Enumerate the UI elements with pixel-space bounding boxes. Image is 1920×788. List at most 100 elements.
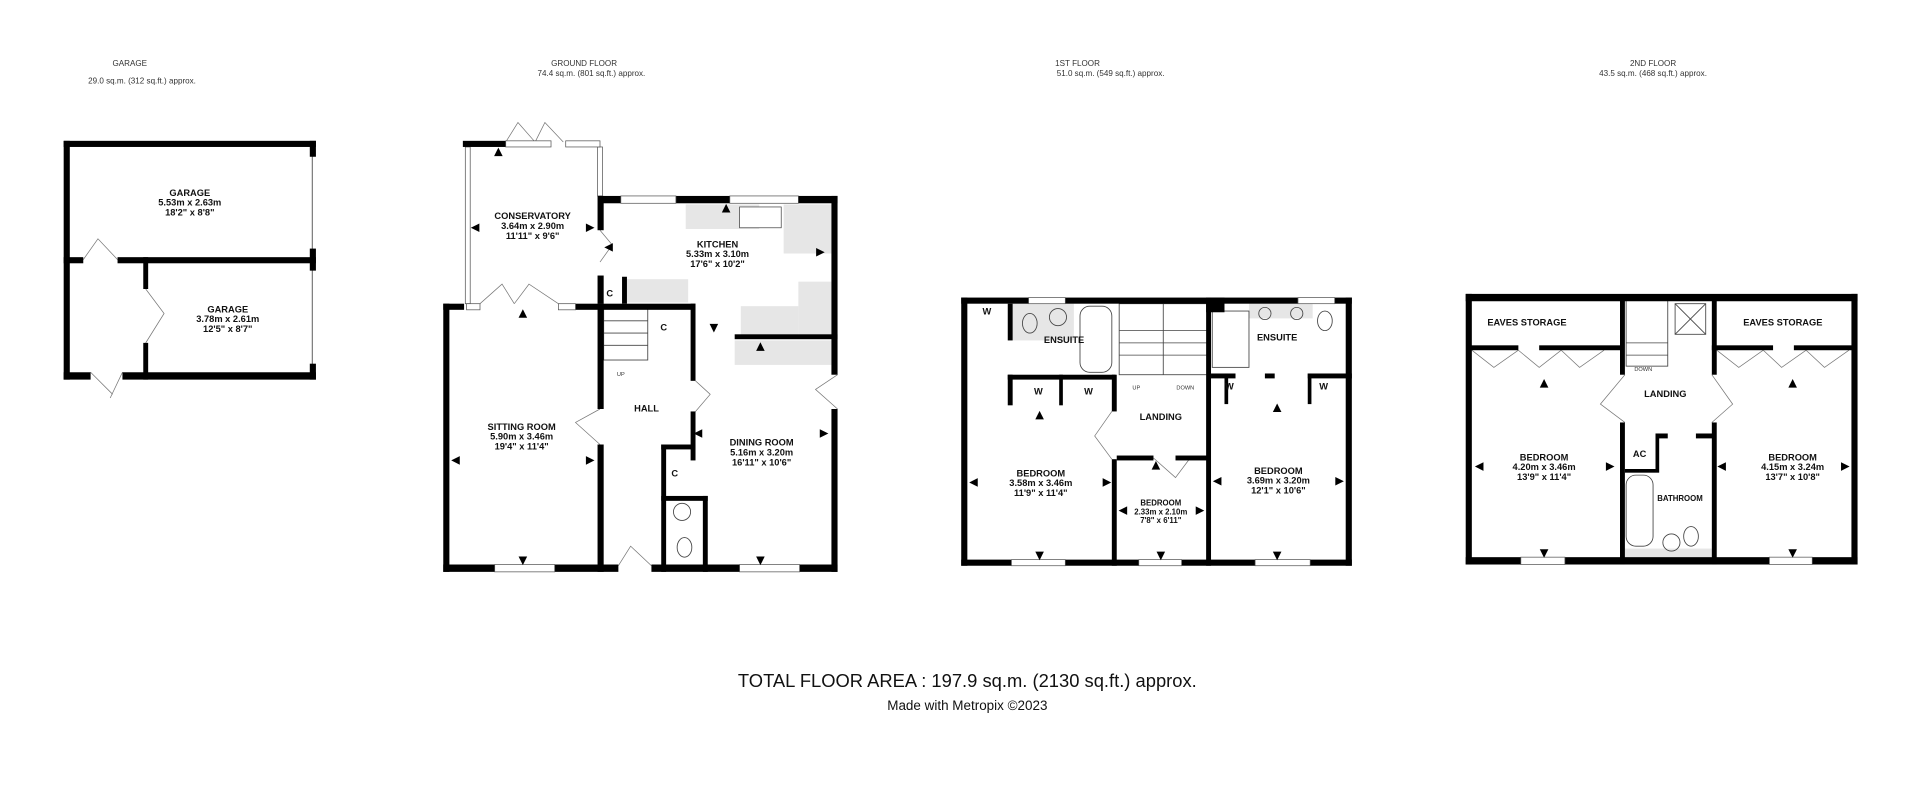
dimension-arrow-icon xyxy=(604,243,613,252)
wall xyxy=(309,140,316,157)
first-floor-title: 1ST FLOOR xyxy=(1055,59,1100,68)
room-name: BEDROOM xyxy=(1140,499,1181,508)
window xyxy=(1028,297,1066,305)
dimension-arrow-icon xyxy=(451,456,460,465)
room-imperial: 17'6" x 10'2" xyxy=(690,259,745,269)
dimension-arrow-icon xyxy=(756,342,765,351)
glass-wall xyxy=(597,146,603,197)
room-name: DINING ROOM xyxy=(730,438,794,448)
wall xyxy=(1175,455,1209,461)
dimension-arrow-icon xyxy=(1841,462,1850,471)
window xyxy=(1138,559,1182,567)
wall xyxy=(1059,374,1063,406)
wall xyxy=(117,257,316,264)
room-ensuite: ENSUITE xyxy=(1044,335,1084,345)
dimension-arrow-icon xyxy=(1195,506,1205,515)
wall xyxy=(443,303,465,310)
wall xyxy=(1111,374,1117,412)
wall xyxy=(1465,557,1521,565)
wardrobe-label: W xyxy=(1034,386,1043,396)
wall xyxy=(597,195,604,231)
wall xyxy=(1624,469,1656,473)
second-floor-title: 2ND FLOOR xyxy=(1630,59,1676,68)
room-metric: 3.64m x 2.90m xyxy=(501,221,564,231)
dimension-arrow-icon xyxy=(721,203,731,213)
wall xyxy=(1334,297,1352,304)
room-name: GARAGE xyxy=(169,188,210,198)
ensuite-vanity xyxy=(1248,303,1313,319)
kitchen-counter xyxy=(798,281,832,337)
wall xyxy=(961,559,1012,566)
wall xyxy=(1465,293,1858,302)
window xyxy=(739,564,800,573)
dimension-arrow-icon xyxy=(1539,379,1549,388)
sink-icon xyxy=(739,206,782,229)
room-garage-1: GARAGE 5.53m x 2.63m 18'2" x 8'8" xyxy=(158,188,221,218)
wall xyxy=(597,275,604,304)
window xyxy=(565,140,601,148)
dimension-arrow-icon xyxy=(1035,551,1044,561)
basin-icon xyxy=(1662,533,1681,552)
window xyxy=(494,564,556,573)
wall xyxy=(661,444,696,450)
wall xyxy=(63,257,84,264)
dimension-arrow-icon xyxy=(1272,403,1282,413)
dimension-arrow-icon xyxy=(1717,462,1726,471)
kitchen-counter xyxy=(626,279,689,303)
wall xyxy=(1851,293,1858,565)
dimension-arrow-icon xyxy=(494,147,503,157)
dimension-arrow-icon xyxy=(1272,551,1282,561)
dimension-arrow-icon xyxy=(1118,506,1128,515)
toilet-icon xyxy=(676,537,693,558)
fixtures xyxy=(626,204,1712,559)
room-hall: HALL xyxy=(634,403,659,413)
wall xyxy=(798,195,838,204)
dimension-arrow-icon xyxy=(1539,549,1549,558)
ground-floor-title: GROUND FLOOR xyxy=(551,59,617,68)
room-name: BEDROOM xyxy=(1254,466,1303,476)
wall xyxy=(1065,297,1298,304)
wall xyxy=(1307,373,1352,379)
garage-area: 29.0 sq.m. (312 sq.ft.) approx. xyxy=(88,76,196,85)
window xyxy=(729,195,799,204)
window xyxy=(1520,556,1566,565)
dimension-arrow-icon xyxy=(585,456,595,465)
wall xyxy=(1224,373,1229,405)
windows xyxy=(466,140,1813,573)
shower-icon xyxy=(1211,310,1250,368)
room-metric: 5.33m x 3.10m xyxy=(686,249,749,259)
wall xyxy=(143,257,149,289)
dimension-arrow-icon xyxy=(1605,462,1615,471)
wall xyxy=(443,564,495,572)
wall xyxy=(1211,373,1236,379)
wall xyxy=(961,297,1029,304)
total-floor-area: TOTAL FLOOR AREA : 197.9 sq.m. (2130 sq.… xyxy=(738,670,1197,691)
dimension-arrow-icon xyxy=(585,223,595,233)
room-landing: LANDING xyxy=(1644,389,1686,399)
first-floor-area: 51.0 sq.m. (549 sq.ft.) approx. xyxy=(1057,69,1165,78)
toilet-icon xyxy=(1022,313,1038,334)
room-name: CONSERVATORY xyxy=(494,211,571,221)
wall xyxy=(1655,433,1668,439)
cupboard-label: C xyxy=(671,468,678,478)
room-imperial: 12'1" x 10'6" xyxy=(1251,485,1306,495)
dimension-arrow-icon xyxy=(816,247,825,257)
room-metric: 3.69m x 3.20m xyxy=(1247,476,1310,486)
stairs-down-label: DOWN xyxy=(1176,385,1194,391)
wall xyxy=(675,195,730,204)
wall xyxy=(309,363,316,380)
window xyxy=(558,303,576,311)
wall xyxy=(63,140,316,147)
room-bedroom: BEDROOM 3.58m x 3.46m 11'9" x 11'4" xyxy=(1009,468,1072,498)
dimension-arrow-icon xyxy=(1151,461,1161,470)
dimension-arrow-icon xyxy=(518,309,528,318)
room-name: BEDROOM xyxy=(1520,452,1569,462)
room-imperial: 11'11" x 9'6" xyxy=(506,231,560,241)
room-garage-2: GARAGE 3.78m x 2.61m 12'5" x 8'7" xyxy=(196,304,259,334)
window xyxy=(620,195,677,204)
room-metric: 3.58m x 3.46m xyxy=(1009,478,1072,488)
cupboard-label: C xyxy=(660,323,667,333)
stairs-down-label: DOWN xyxy=(1634,367,1652,373)
wall xyxy=(143,342,149,380)
room-bedroom: BEDROOM 4.20m x 3.46m 13'9" x 11'4" xyxy=(1513,452,1576,482)
